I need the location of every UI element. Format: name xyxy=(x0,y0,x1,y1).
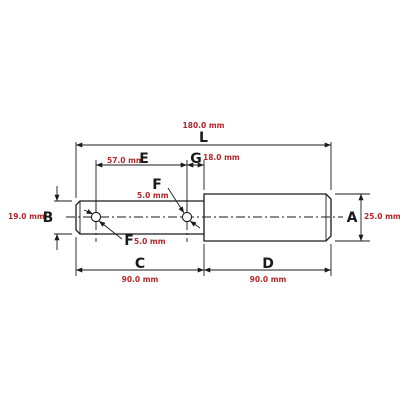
dimension-F-top-value: 5.0 mm xyxy=(137,191,169,200)
dimension-A: A 25.0 mm xyxy=(347,194,400,241)
dimension-A-value: 25.0 mm xyxy=(364,212,400,221)
extension-lines xyxy=(54,142,370,276)
dimension-G: G 18.0 mm xyxy=(187,151,240,168)
pin-shaft-outline xyxy=(75,200,204,235)
dimension-F-bottom-letter: F xyxy=(124,233,134,249)
dimension-E-value: 57.0 mm xyxy=(107,156,144,165)
dimension-A-letter: A xyxy=(347,210,358,226)
dimension-B-value: 19.0 mm xyxy=(8,212,45,221)
dimension-F-bottom: F 5.0 mm xyxy=(83,209,166,249)
dimension-E: 57.0 mm E xyxy=(96,151,187,168)
dimension-C: C 90.0 mm xyxy=(76,256,204,284)
dimension-F-top-letter: F xyxy=(152,177,162,193)
dimension-E-letter: E xyxy=(139,151,149,167)
pin-body xyxy=(66,193,343,242)
dimension-L-value: 180.0 mm xyxy=(183,121,225,130)
hole-left xyxy=(90,211,102,223)
dimension-G-letter: G xyxy=(190,151,202,167)
dimension-B-letter: B xyxy=(43,210,54,226)
dimension-C-letter: C xyxy=(135,256,145,272)
dimension-F-top: F 5.0 mm xyxy=(137,177,201,229)
dimension-B: B 19.0 mm xyxy=(8,186,60,250)
dimension-L-letter: L xyxy=(199,130,208,146)
dimension-F-bottom-value: 5.0 mm xyxy=(134,237,166,246)
dimension-L: L 180.0 mm xyxy=(76,121,331,148)
dimension-D-value: 90.0 mm xyxy=(250,275,287,284)
hole-right xyxy=(181,211,193,223)
dimension-G-value: 18.0 mm xyxy=(203,153,240,162)
pin-head-outline xyxy=(203,193,332,242)
dimension-C-value: 90.0 mm xyxy=(122,275,159,284)
dimension-D-letter: D xyxy=(262,256,274,272)
dimension-D: D 90.0 mm xyxy=(204,256,331,284)
